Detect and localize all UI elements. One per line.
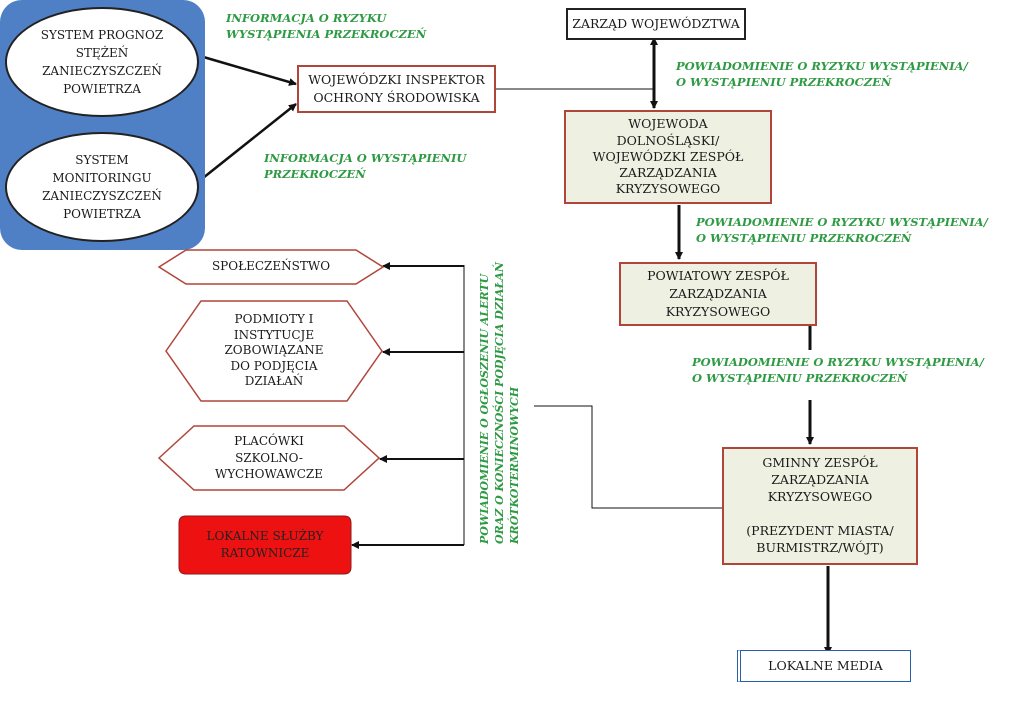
entities-hexagon: [165, 300, 383, 402]
alert-notice-line-1: POWIADOMIENIE O OGŁOSZENIU ALERTU: [478, 272, 491, 545]
line-municipal-to-recipients: [534, 405, 722, 509]
inspector-node: WOJEWÓDZKI INSPEKTOR OCHRONY ŚRODOWISKA: [297, 65, 496, 113]
district-node: POWIATOWY ZESPÓŁ ZARZĄDZANIA KRYZYSOWEGO: [619, 262, 817, 326]
entities-label: PODMIOTY I INSTYTUCJE ZOBOWIĄZANE DO POD…: [224, 312, 324, 389]
monitoring-system-ellipse: SYSTEM MONITORINGU ZANIECZYSZCZEŃ POWIET…: [5, 132, 199, 242]
notice-label-2: POWIADOMIENIE O RYZYKU WYSTĄPIENIA/ O WY…: [696, 215, 988, 245]
forecast-system-ellipse: SYSTEM PROGNOZ STĘŻEŃ ZANIECZYSZCZEŃ POW…: [5, 7, 199, 117]
municipal-node: GMINNY ZESPÓŁ ZARZĄDZANIA KRYZYSOWEGO (P…: [722, 447, 918, 565]
notice-label-3: POWIADOMIENIE O RYZYKU WYSTĄPIENIA/ O WY…: [692, 355, 984, 385]
rescue-shape: [178, 515, 352, 575]
arrow-monitoring-to-inspector: [202, 103, 297, 179]
notice-label-1: POWIADOMIENIE O RYZYKU WYSTĄPIENIA/ O WY…: [676, 59, 968, 89]
board-node: ZARZĄD WOJEWÓDZTWA: [566, 8, 746, 40]
society-label: SPOŁECZEŃSTWO: [211, 259, 331, 274]
rescue-label: LOKALNE SŁUŻBY RATOWNICZE: [206, 529, 324, 560]
society-hexagon: [158, 249, 384, 285]
alert-notice-line-3: KRÓTKOTERMINOWYCH: [507, 386, 521, 545]
schools-label: PLACÓWKI SZKOLNO- WYCHOWAWCZE: [214, 433, 324, 482]
media-node: LOKALNE MEDIA: [737, 650, 911, 682]
alert-notice-line-2: ORAZ O KONIECZNOŚCI PODJĘCIA DZIAŁAŃ: [492, 261, 506, 544]
risk-info-label: INFORMACJA O RYZYKU WYSTĄPIENIA PRZEKROC…: [226, 11, 427, 41]
arrow-forecast-to-inspector: [199, 54, 297, 86]
occurrence-info-label: INFORMACJA O WYSTĄPIENIU PRZEKROCZEŃ: [264, 151, 467, 181]
alert-notice-label: POWIADOMIENIE O OGŁOSZENIU ALERTU ORAZ O…: [478, 261, 521, 545]
voivode-node: WOJEWODA DOLNOŚLĄSKI/ WOJEWÓDZKI ZESPÓŁ …: [564, 110, 772, 204]
schools-hexagon: [158, 425, 380, 491]
